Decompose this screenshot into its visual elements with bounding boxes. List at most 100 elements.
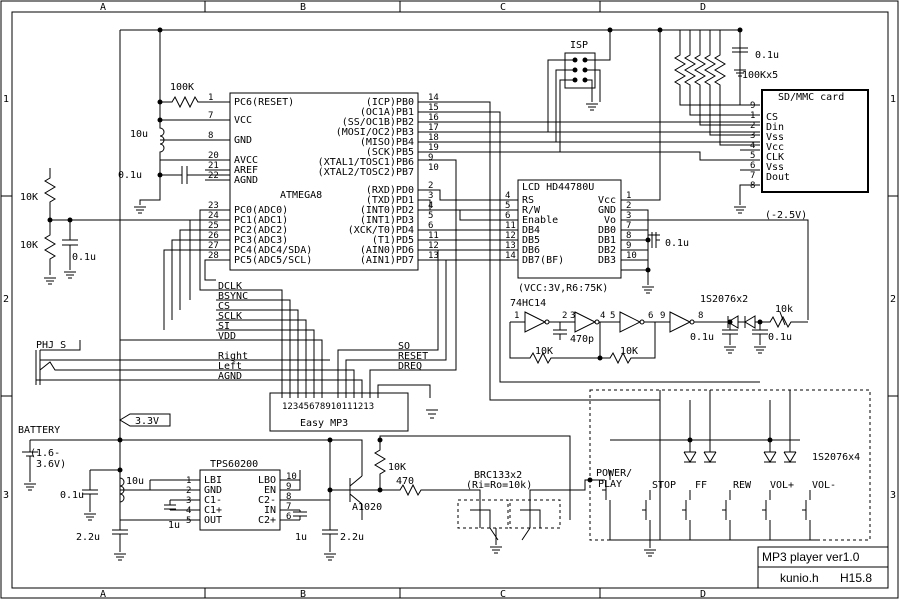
lcd-name: LCD HD44780U — [522, 182, 594, 193]
atmega-pin-number: 9 — [428, 153, 433, 163]
brc-label: BRC133x2 — [474, 470, 522, 481]
atmega-pin-number: 18 — [428, 133, 439, 143]
atmega-pin-name: PC6(RESET) — [234, 97, 294, 108]
atmega-pin-number: 28 — [208, 251, 219, 261]
lcd-pin-name: DB1 — [598, 235, 616, 246]
r10k-osc1-label: 10K — [535, 346, 553, 357]
btn-ff-label: FF — [695, 480, 707, 491]
atmega-pin-name: (AIN1)PD7 — [360, 255, 414, 266]
atmega-pin-name: (RXD)PD0 — [366, 185, 414, 196]
col-label-top: C — [500, 2, 506, 13]
push-button — [682, 490, 691, 540]
atmega-pin-name: AVCC — [234, 155, 258, 166]
sd-pin-number: 2 — [750, 121, 755, 131]
lcd-pin-number: 12 — [505, 231, 516, 241]
cap-avcc-label: 0.1u — [118, 170, 142, 181]
tps-pin-name: EN — [264, 485, 276, 496]
col-label-top: A — [100, 2, 106, 13]
atmega-pin-name: AGND — [234, 175, 258, 186]
atmega-pin-name: PC0(ADC0) — [234, 205, 288, 216]
inverter-pin-number: 9 — [660, 311, 665, 321]
battery-range-1: (1.6- — [30, 448, 60, 459]
mp3-signal-left: Left — [218, 361, 242, 372]
atmega-pin-name: (MISO)PB4 — [360, 137, 414, 148]
cap-1u-a-label: 1u — [168, 520, 180, 531]
array-resistor — [694, 30, 760, 126]
lcd-pin-name: Enable — [522, 215, 558, 226]
atmega-pin-number: 17 — [428, 123, 439, 133]
atmega-pin-name: (XTAL2/TOSC2)PB7 — [318, 167, 414, 178]
inverter-pin-number: 2 — [562, 311, 567, 321]
vref-label: 3.3V — [135, 416, 159, 427]
atmega-pin-number: 25 — [208, 221, 219, 231]
atmega-pin-number: 6 — [428, 221, 433, 231]
cap-out-label: 2.2u — [340, 532, 364, 543]
lcd-pin-name: GND — [598, 205, 616, 216]
lcd-pin-number: 4 — [505, 191, 510, 201]
lcd-pin-name: DB2 — [598, 245, 616, 256]
btn-volm-label: VOL- — [812, 480, 836, 491]
atmega-pin-name: PC1(ADC1) — [234, 215, 288, 226]
push-button — [602, 470, 611, 540]
r10k-a-label: 10K — [20, 192, 38, 203]
wiring: 100K 10u 0.1u 10K 10K 0.1u ISP — [18, 27, 889, 589]
lcd-pin-name: DB4 — [522, 225, 540, 236]
atmega-pin-number: 20 — [208, 151, 219, 161]
diodes-4-label: 1S2076x4 — [812, 452, 860, 463]
atmega-pin-number: 11 — [428, 231, 439, 241]
atmega-pin-name: (XCK/T0)PD4 — [348, 225, 414, 236]
array-resistor — [704, 30, 760, 136]
btn-power-label: POWER/ — [596, 468, 632, 479]
atmega-pin-name: PC5(ADC5/SCL) — [234, 255, 312, 266]
sd-pin-number: 8 — [750, 181, 755, 191]
tps-pin-name: LBO — [258, 475, 276, 486]
atmega-pin-number: 1 — [208, 93, 213, 103]
push-button — [762, 490, 771, 540]
isp-label: ISP — [570, 40, 588, 51]
atmega-pin-number: 16 — [428, 113, 439, 123]
lcd-pin-number: 11 — [505, 221, 516, 231]
inverter-pin-number: 5 — [610, 311, 615, 321]
array-resistor — [674, 30, 760, 106]
btn-rew-label: REW — [733, 480, 752, 491]
cap-neg2-label: 0.1u — [768, 332, 792, 343]
title-block-title: MP3 player ver1.0 — [762, 550, 860, 564]
inverter-pin-number: 1 — [514, 311, 519, 321]
phj-label: PHJ_S — [36, 340, 66, 351]
row-label-right: 3 — [890, 490, 896, 501]
mp3-signal-dclk: DCLK — [218, 281, 242, 292]
lcd-pin-number: 10 — [626, 251, 637, 261]
atmega-pin-name: (T1)PD5 — [372, 235, 414, 246]
tps-pin-name: C1+ — [204, 505, 222, 516]
atmega-pin-name: (AIN0)PD6 — [360, 245, 414, 256]
negative-voltage-label: (-2.5V) — [765, 210, 807, 221]
inverter-pin-number: 6 — [648, 311, 653, 321]
mp3-signal-agnd: AGND — [218, 371, 242, 382]
mp3-signal-right: Right — [218, 351, 248, 362]
sd-pin-number: 9 — [750, 101, 755, 111]
title-block-author: kunio.h — [780, 571, 819, 585]
col-label-bottom: A — [100, 589, 106, 600]
lcd-pin-number: 1 — [626, 191, 631, 201]
sd-pin-number: 1 — [750, 111, 755, 121]
atmega-pin-number: 21 — [208, 161, 219, 171]
mp3-signal-cs: CS — [218, 301, 230, 312]
row-label-right: 2 — [890, 294, 896, 305]
mp3-signal-so: SO — [398, 341, 410, 352]
row-label-right: 1 — [890, 94, 896, 105]
atmega-pin-number: 13 — [428, 251, 439, 261]
lcd-pin-name: DB7(BF) — [522, 255, 564, 266]
r100k-label: 100K — [170, 82, 194, 93]
brc-note-label: (Ri=Ro=10k) — [466, 480, 532, 491]
mp3-signal-dreq: DREQ — [398, 361, 422, 372]
atmega-pin-number: 15 — [428, 103, 439, 113]
col-label-bottom: D — [700, 589, 706, 600]
push-button — [802, 490, 811, 540]
sd-pin-name: Vss — [766, 162, 784, 173]
mp3-signal-si: SI — [218, 321, 230, 332]
cap-batt-label: 0.1u — [60, 490, 84, 501]
atmega-pin-name: (SCK)PB5 — [366, 147, 414, 158]
